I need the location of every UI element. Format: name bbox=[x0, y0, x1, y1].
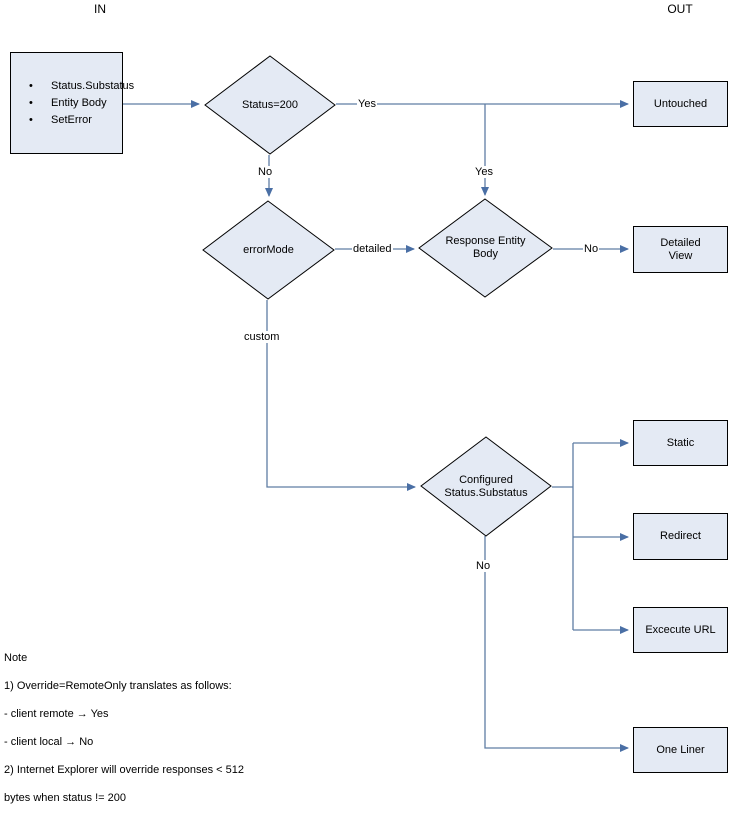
node-execute-url-box[interactable]: Excecute URL bbox=[633, 607, 728, 653]
note-line: - client remote → Yes bbox=[4, 708, 109, 720]
node-redirect-box[interactable]: Redirect bbox=[633, 513, 728, 560]
node-execute-url-label: Excecute URL bbox=[645, 623, 716, 636]
note-line: 2) Internet Explorer will override respo… bbox=[4, 764, 244, 776]
list-item: SetError bbox=[29, 112, 134, 129]
node-detailed-view-label: Detailed View bbox=[660, 236, 701, 262]
note-line: 1) Override=RemoteOnly translates as fol… bbox=[4, 680, 232, 692]
column-header-in: IN bbox=[94, 2, 106, 16]
flowchart-canvas: IN OUT Status.Substatus Entity Body SetE… bbox=[0, 0, 730, 773]
note-block: Note 1) Override=RemoteOnly translates a… bbox=[4, 637, 324, 819]
node-one-liner-box[interactable]: One Liner bbox=[633, 727, 728, 773]
edge-label-response-entity-body-yes: Yes bbox=[474, 166, 494, 178]
column-header-out: OUT bbox=[667, 2, 693, 16]
node-status200-diamond[interactable]: Status=200 bbox=[204, 55, 336, 155]
input-item-list: Status.Substatus Entity Body SetError bbox=[19, 78, 134, 129]
note-line: - client local → No bbox=[4, 736, 94, 748]
node-static-box[interactable]: Static bbox=[633, 420, 728, 466]
edge-configured-no-to-one-liner bbox=[484, 536, 629, 752]
edge-label-status200-no: No bbox=[257, 166, 274, 178]
edge-label-errormode-custom: custom bbox=[243, 331, 281, 343]
edge-label-response-entity-body-no: No bbox=[583, 243, 600, 255]
edge-label-status200-yes: Yes bbox=[357, 98, 377, 110]
node-untouched-box[interactable]: Untouched bbox=[633, 81, 728, 127]
diamond-shape bbox=[202, 200, 335, 300]
node-errormode-diamond[interactable]: errorMode bbox=[202, 200, 335, 300]
edge-errormode-custom-to-configured bbox=[266, 300, 416, 491]
list-item: Status.Substatus bbox=[29, 78, 134, 95]
node-status200-label: Status=200 bbox=[242, 98, 298, 111]
edge-label-errormode-detailed: detailed bbox=[352, 243, 393, 255]
node-response-entity-body-diamond[interactable]: Response Entity Body bbox=[418, 198, 553, 298]
note-line: bytes when status != 200 bbox=[4, 792, 126, 804]
node-one-liner-label: One Liner bbox=[656, 743, 705, 756]
node-errormode-label: errorMode bbox=[243, 243, 294, 256]
node-configured-status-label: Configured Status.Substatus bbox=[444, 473, 528, 499]
diamond-shape bbox=[204, 55, 336, 155]
node-redirect-label: Redirect bbox=[660, 530, 701, 542]
node-static-label: Static bbox=[666, 436, 695, 449]
diamond-shape bbox=[420, 436, 552, 537]
node-configured-status-diamond[interactable]: Configured Status.Substatus bbox=[420, 436, 552, 537]
list-item: Entity Body bbox=[29, 95, 134, 112]
node-detailed-view-box[interactable]: Detailed View bbox=[633, 226, 728, 273]
note-title: Note bbox=[4, 652, 28, 664]
node-input-box[interactable]: Status.Substatus Entity Body SetError bbox=[10, 52, 134, 154]
diamond-shape bbox=[418, 198, 553, 298]
node-response-entity-body-label: Response Entity Body bbox=[445, 235, 526, 260]
node-untouched-label: Untouched bbox=[653, 97, 708, 110]
edge-label-configured-no: No bbox=[475, 560, 492, 572]
